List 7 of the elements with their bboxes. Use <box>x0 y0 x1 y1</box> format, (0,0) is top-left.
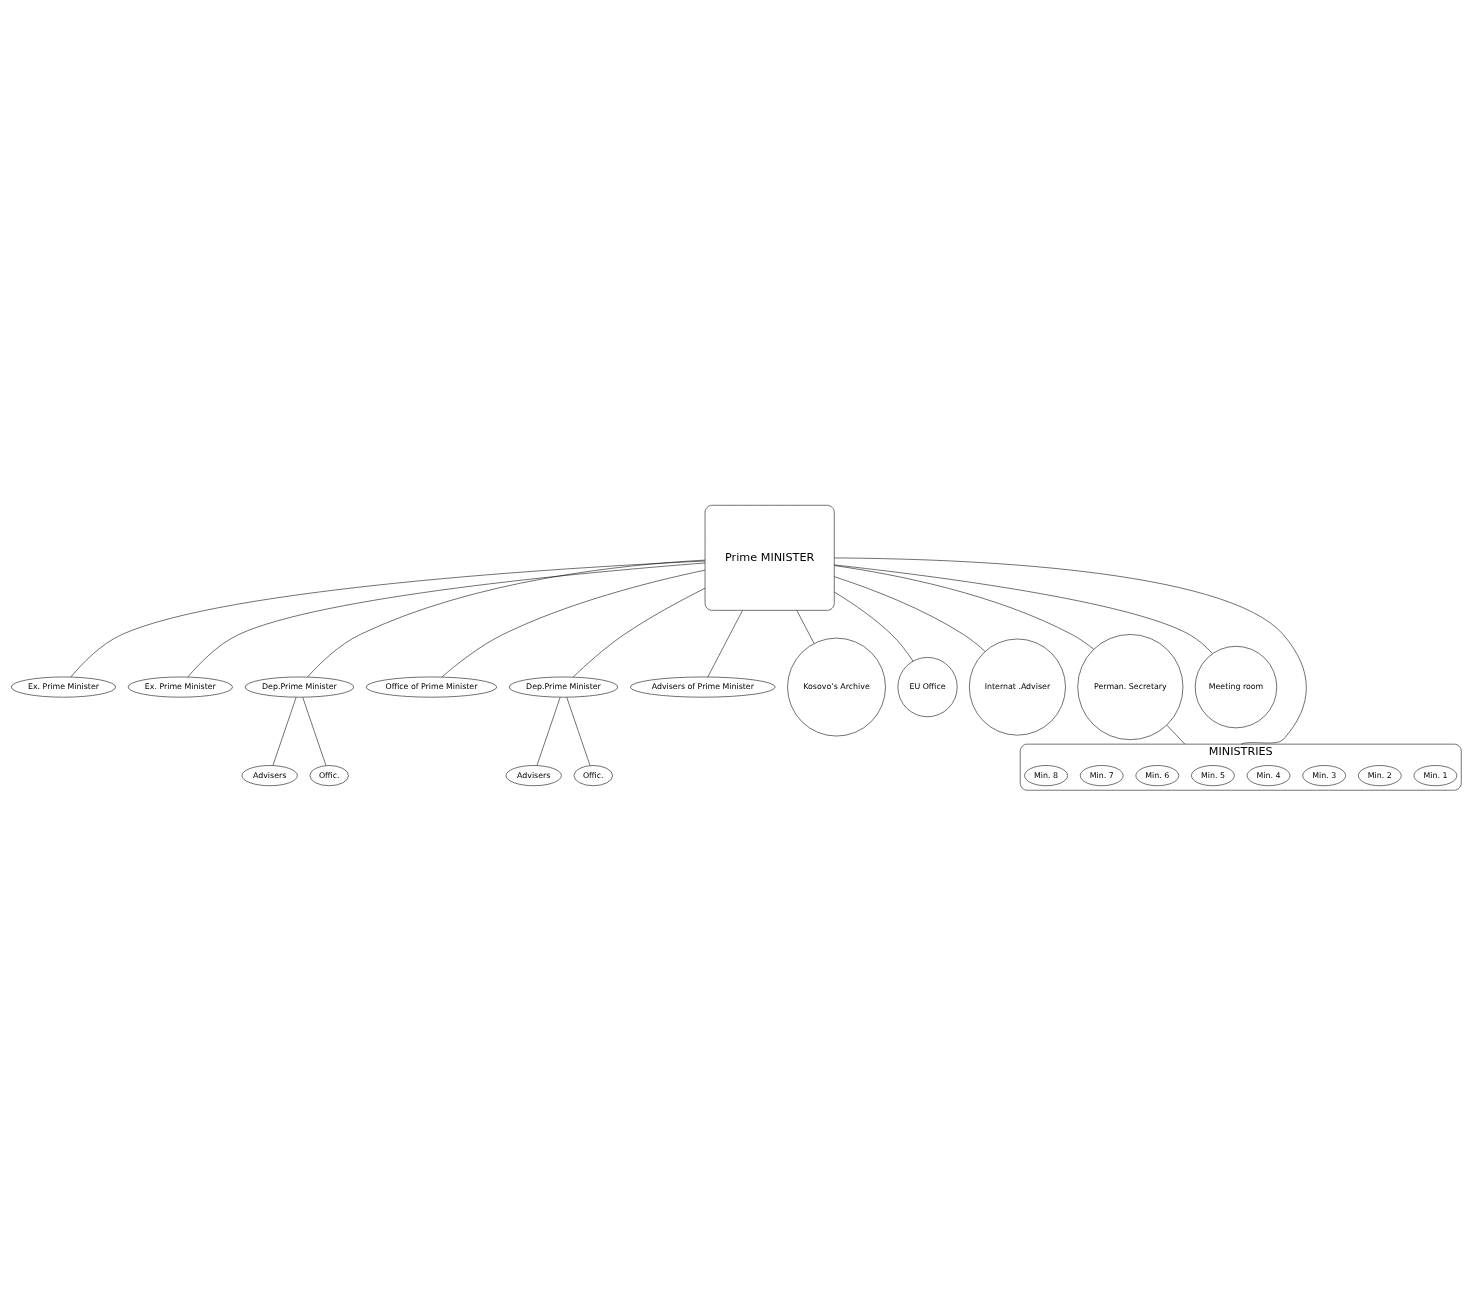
node-box: Prime MINISTER <box>704 504 835 611</box>
connector <box>187 562 705 677</box>
connector <box>833 564 1213 654</box>
connector <box>70 560 705 677</box>
connector <box>306 559 705 677</box>
connector <box>833 564 1094 649</box>
connector <box>572 587 705 677</box>
